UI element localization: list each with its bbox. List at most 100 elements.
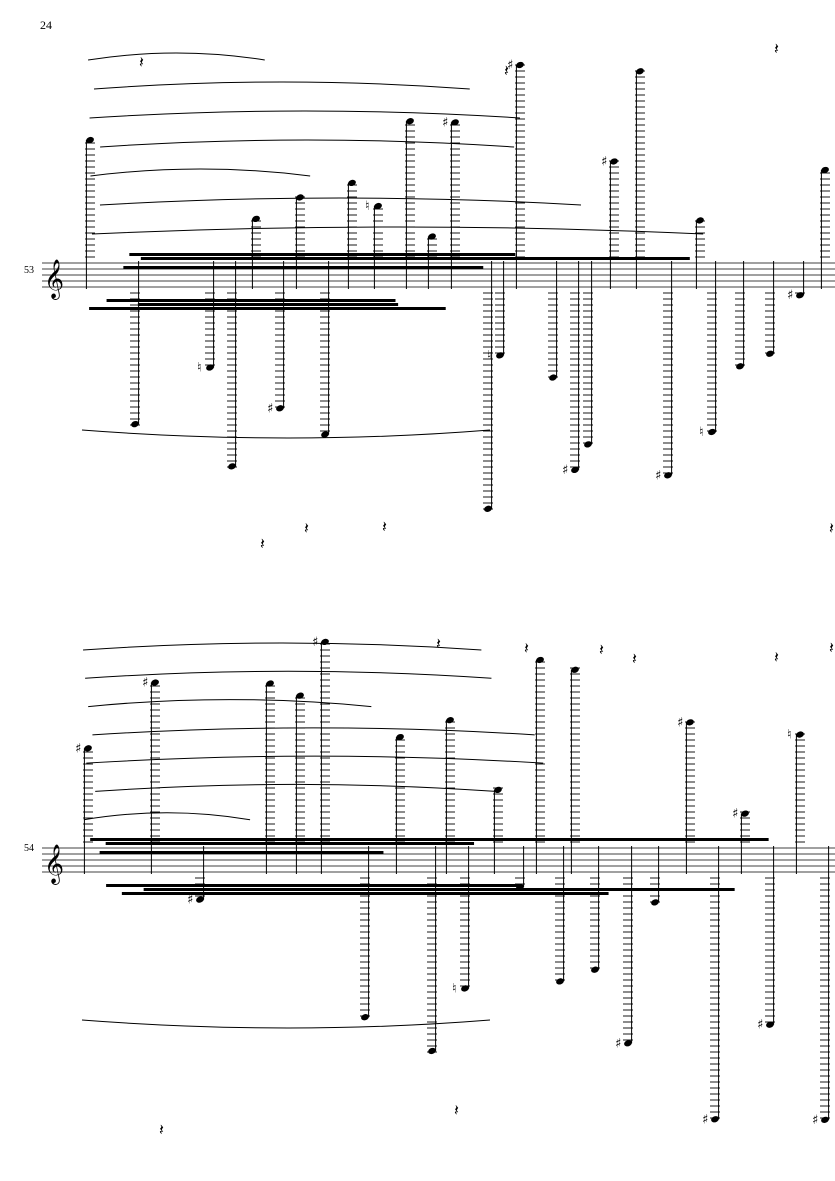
beam — [90, 838, 769, 841]
tie — [91, 226, 704, 235]
note-head — [664, 472, 672, 479]
note-head — [484, 505, 492, 512]
sharp-icon: ♯ — [615, 1036, 621, 1051]
tie — [81, 1019, 491, 1029]
note-head — [766, 1021, 774, 1028]
note-head — [516, 61, 524, 69]
note-head — [461, 985, 469, 992]
sharp-icon: ♯ — [812, 1113, 818, 1128]
sharp-icon: ♮ — [365, 199, 370, 214]
natural-icon: ♯ — [677, 715, 683, 730]
note-head — [228, 463, 236, 470]
sharp-icon: ♮ — [452, 981, 457, 996]
note-head — [796, 731, 804, 738]
measure-number-54: 54 — [24, 843, 34, 854]
note-head — [736, 363, 744, 370]
note-head — [591, 966, 599, 973]
beam — [121, 892, 609, 895]
rest-icon: 𝄽 — [139, 53, 144, 72]
sharp-icon: ♯ — [187, 893, 193, 908]
rest-icon: 𝄽 — [774, 39, 779, 58]
note-head — [571, 466, 579, 474]
note-head — [206, 364, 214, 371]
beam — [105, 842, 475, 845]
beam — [106, 299, 396, 302]
note-head — [84, 745, 92, 752]
sharp-icon: ♮ — [699, 425, 704, 440]
beam — [143, 888, 735, 891]
note-head — [252, 215, 260, 223]
note-head — [766, 350, 774, 357]
note-head — [348, 179, 356, 187]
natural-icon: ♯ — [757, 1018, 763, 1033]
note-head — [711, 1116, 719, 1123]
tie — [83, 812, 251, 821]
measure-number-53: 53 — [24, 265, 34, 276]
tie — [88, 699, 372, 708]
note-head — [708, 428, 716, 436]
rest-icon: 𝄽 — [454, 1100, 459, 1119]
note-head — [610, 158, 618, 165]
note-head — [296, 194, 304, 201]
rest-icon: 𝄽 — [829, 638, 834, 657]
tie — [81, 429, 491, 439]
sharp-icon: ♯ — [601, 154, 607, 169]
rest-icon: 𝄽 — [774, 647, 779, 666]
rest-icon: 𝄽 — [829, 519, 834, 538]
sharp-icon: ♯ — [442, 115, 448, 130]
sharp-icon: ♯ — [142, 676, 148, 691]
rest-icon: 𝄽 — [382, 517, 387, 536]
note-head — [624, 1040, 632, 1047]
page-number: 24 — [40, 18, 52, 32]
tie — [100, 139, 515, 148]
beam — [137, 303, 399, 306]
note-head — [741, 810, 749, 817]
natural-icon: ♯ — [562, 463, 568, 478]
note-head — [296, 692, 304, 699]
beam — [129, 253, 516, 256]
note-head — [651, 899, 659, 906]
system-1: 𝄞𝄽♮𝄽♯𝄽♮𝄽♯♮𝄽♯♯♯♯♮𝄽♯𝄽 — [42, 39, 835, 553]
sharp-icon: ♯ — [732, 807, 738, 822]
note-head — [151, 679, 159, 686]
tie — [93, 81, 470, 90]
tie — [83, 642, 482, 651]
note-head — [428, 233, 436, 240]
natural-icon: ♯ — [787, 288, 793, 303]
tie — [92, 727, 535, 736]
note-head — [494, 786, 502, 794]
note-head — [821, 1116, 829, 1123]
note-head — [406, 118, 414, 125]
rest-icon: 𝄽 — [632, 649, 637, 668]
rest-icon: 𝄽 — [260, 534, 265, 553]
tie — [86, 755, 544, 764]
tie — [95, 783, 496, 792]
note-head — [86, 136, 94, 144]
note-head — [361, 1014, 369, 1021]
beam — [140, 257, 690, 260]
note-head — [636, 68, 644, 75]
sharp-icon: ♮ — [197, 361, 202, 376]
note-head — [266, 680, 274, 687]
sharp-icon: ♯ — [655, 468, 661, 483]
natural-icon: ♮ — [487, 348, 492, 363]
note-head — [196, 896, 204, 903]
sharp-icon: ♯ — [702, 1112, 708, 1127]
system-2: 𝄞♯♯𝄽♯♯𝄽𝄽♮𝄽𝄽♯𝄽♯♯♯♯𝄽♮♯𝄽 — [42, 634, 835, 1139]
treble-clef-icon: 𝄞 — [44, 844, 64, 885]
tie — [88, 52, 265, 61]
note-head — [556, 978, 564, 985]
tie — [99, 197, 582, 206]
rest-icon: 𝄽 — [436, 634, 441, 653]
note-head — [571, 666, 579, 673]
beam — [89, 307, 446, 310]
rest-icon: 𝄽 — [304, 518, 309, 537]
note-head — [396, 733, 404, 741]
note-head — [821, 166, 829, 174]
note-head — [796, 292, 804, 299]
treble-clef-icon: 𝄞 — [44, 259, 64, 300]
rest-icon: 𝄽 — [599, 640, 604, 659]
note-head — [496, 352, 504, 359]
note-head — [374, 202, 382, 210]
